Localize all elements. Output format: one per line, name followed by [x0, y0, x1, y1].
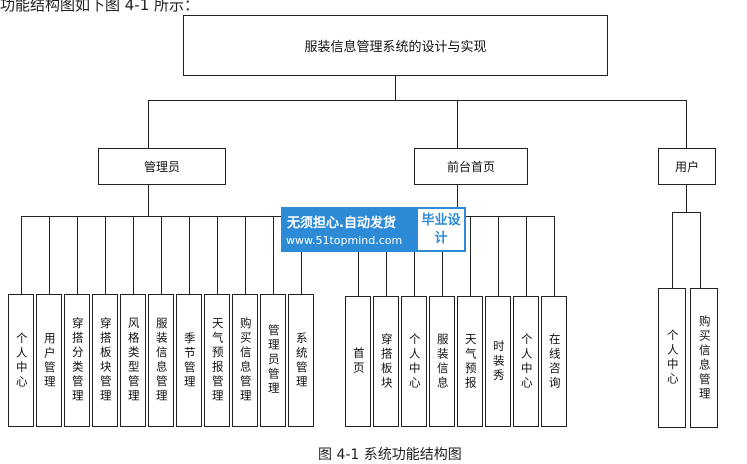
front-item-label: 在线咨询: [547, 332, 562, 391]
watermark-badge: 毕业设计: [416, 207, 466, 252]
group-user: 用户: [658, 148, 716, 185]
admin-item-label: 季节管理: [182, 331, 197, 390]
admin-item-label: 系统管理: [294, 331, 309, 390]
connector: [105, 216, 106, 294]
intro-text: 功能结构图如下图 4-1 所示：: [0, 0, 200, 14]
root-node: 服装信息管理系统的设计与实现: [183, 15, 608, 76]
connector: [161, 216, 162, 294]
admin-item-label: 个人中心: [14, 331, 29, 390]
group-front: 前台首页: [414, 148, 528, 185]
front-item-6: 时装秀: [485, 296, 511, 427]
admin-item-label: 购买信息管理: [238, 317, 253, 404]
front-item-label: 天气预报: [463, 332, 478, 391]
root-label: 服装信息管理系统的设计与实现: [304, 40, 487, 55]
user-item-label: 个人中心: [665, 329, 680, 387]
connector: [217, 216, 218, 294]
connector: [245, 216, 246, 294]
connector: [470, 216, 471, 296]
admin-item-6: 服装信息管理: [148, 294, 174, 427]
connector: [358, 216, 359, 296]
connector: [148, 185, 149, 216]
admin-item-5: 风格类型管理: [120, 294, 146, 427]
connector: [457, 185, 458, 216]
connector: [273, 216, 274, 294]
group-user-label: 用户: [674, 160, 699, 174]
user-item-2: 购买信息管理: [690, 288, 718, 428]
connector: [21, 216, 303, 217]
watermark-line2: www.51topmind.com: [286, 234, 403, 247]
connector: [554, 216, 555, 296]
admin-item-label: 穿搭板块管理: [98, 317, 113, 404]
user-item-1: 个人中心: [658, 288, 686, 428]
admin-item-label: 用户管理: [42, 331, 57, 390]
admin-item-9: 购买信息管理: [232, 294, 258, 427]
connector: [148, 100, 686, 101]
admin-item-4: 穿搭板块管理: [92, 294, 118, 427]
connector: [395, 76, 396, 100]
admin-item-3: 穿搭分类管理: [64, 294, 90, 427]
group-front-label: 前台首页: [446, 160, 495, 174]
admin-item-8: 天气预报管理: [204, 294, 230, 427]
admin-item-10: 管理员管理: [260, 294, 286, 427]
connector: [457, 100, 458, 148]
connector: [700, 212, 701, 288]
user-item-label: 购买信息管理: [697, 314, 712, 402]
connector: [414, 216, 415, 296]
watermark-banner: 无须担心.自动发货 www.51topmind.com 毕业设计: [281, 207, 466, 252]
connector: [301, 216, 302, 294]
connector: [133, 216, 134, 294]
front-item-label: 穿搭板块: [379, 332, 394, 391]
admin-item-label: 服装信息管理: [154, 317, 169, 404]
front-item-label: 首页: [351, 347, 366, 376]
front-item-3: 个人中心: [401, 296, 427, 427]
connector: [672, 212, 700, 213]
connector: [686, 185, 687, 212]
connector: [148, 100, 149, 148]
admin-item-11: 系统管理: [288, 294, 314, 427]
connector: [21, 216, 22, 294]
front-item-label: 服装信息: [435, 332, 450, 391]
connector: [526, 216, 527, 296]
admin-item-label: 管理员管理: [266, 324, 281, 397]
admin-item-1: 个人中心: [8, 294, 34, 427]
connector: [442, 216, 443, 296]
connector: [77, 216, 78, 294]
watermark-left: 无须担心.自动发货 www.51topmind.com: [281, 207, 416, 252]
front-item-8: 在线咨询: [541, 296, 567, 427]
connector: [189, 216, 190, 294]
group-admin: 管理员: [98, 148, 226, 185]
front-item-label: 时装秀: [491, 339, 506, 384]
connector: [686, 100, 687, 148]
front-item-7: 个人中心: [513, 296, 539, 427]
front-item-label: 个人中心: [519, 332, 534, 391]
connector: [672, 212, 673, 288]
admin-item-7: 季节管理: [176, 294, 202, 427]
watermark-line1: 无须担心.自动发货: [287, 216, 396, 231]
front-item-2: 穿搭板块: [373, 296, 399, 427]
front-item-label: 个人中心: [407, 332, 422, 391]
figure-caption: 图 4-1 系统功能结构图: [318, 447, 462, 463]
admin-item-label: 天气预报管理: [210, 317, 225, 404]
connector: [49, 216, 50, 294]
admin-item-label: 穿搭分类管理: [70, 317, 85, 404]
connector: [386, 216, 387, 296]
group-admin-label: 管理员: [143, 160, 180, 174]
front-item-1: 首页: [345, 296, 371, 427]
admin-item-2: 用户管理: [36, 294, 62, 427]
admin-item-label: 风格类型管理: [126, 317, 141, 404]
front-item-5: 天气预报: [457, 296, 483, 427]
connector: [498, 216, 499, 296]
front-item-4: 服装信息: [429, 296, 455, 427]
